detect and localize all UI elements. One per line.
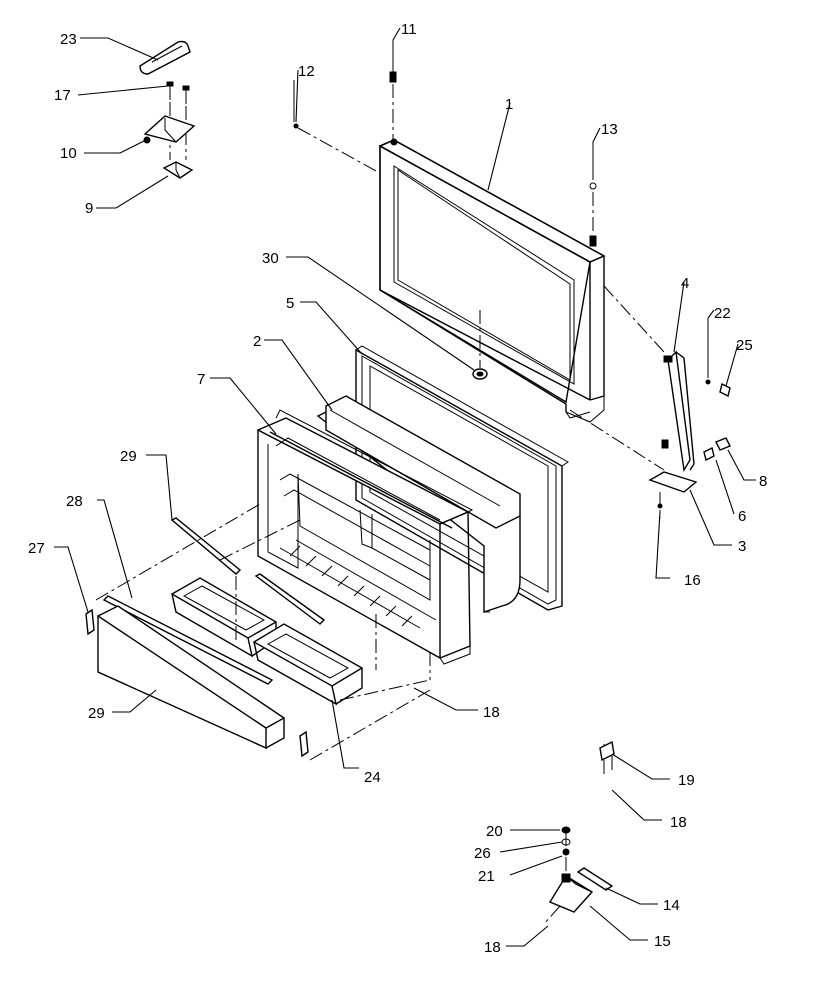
callout-22: 22 <box>714 305 731 322</box>
callout-4: 4 <box>681 275 689 292</box>
door-liner-part <box>316 395 521 613</box>
callout-16: 16 <box>684 572 701 589</box>
drawer-floor-ribs <box>279 539 437 629</box>
callout-15: 15 <box>654 933 671 950</box>
callout-13: 13 <box>601 121 618 138</box>
callout-10: 10 <box>60 145 77 162</box>
callout-6: 6 <box>738 508 746 525</box>
callout-5: 5 <box>286 295 294 312</box>
callout-17: 17 <box>54 87 71 104</box>
callout-3: 3 <box>738 538 746 555</box>
leader-lines <box>54 27 756 947</box>
callout-14: 14 <box>663 897 680 914</box>
bottom-hinge-part <box>543 826 614 925</box>
top-hinge-part <box>143 115 196 144</box>
callout-26: 26 <box>474 845 491 862</box>
callout-25: 25 <box>736 337 753 354</box>
lower-hinge-bracket-part <box>569 285 698 493</box>
callout-19: 19 <box>678 772 695 789</box>
hinge-screw-part <box>657 492 663 518</box>
alignment-lines <box>95 503 605 770</box>
callout-12: 12 <box>298 63 315 80</box>
callout-20: 20 <box>486 823 503 840</box>
door-frame-part <box>378 138 606 423</box>
storage-bins-part <box>170 577 364 706</box>
callout-11: 11 <box>401 21 417 38</box>
callout-18-lower: 18 <box>670 814 687 831</box>
callout-27: 27 <box>28 540 45 557</box>
cam-bracket-part <box>599 740 615 776</box>
callout-1: 1 <box>505 96 513 113</box>
drawer-front-part <box>85 605 309 758</box>
callout-labels: 23 17 10 9 12 11 1 13 30 5 2 7 29 28 27 … <box>28 21 767 956</box>
callout-18-bottom: 18 <box>484 939 501 956</box>
hinge-bracket-part <box>162 161 194 179</box>
callout-21: 21 <box>478 868 495 885</box>
callout-8: 8 <box>759 473 767 490</box>
callout-23: 23 <box>60 31 77 48</box>
drawer-rails-part <box>102 517 326 685</box>
callout-29-bottom: 29 <box>88 705 105 722</box>
callout-29-top: 29 <box>120 448 137 465</box>
callout-2: 2 <box>253 333 261 350</box>
callout-24: 24 <box>364 769 381 786</box>
hinge-washer-part <box>703 437 731 462</box>
callout-9: 9 <box>85 200 93 217</box>
door-stop-part <box>472 310 488 380</box>
callout-30: 30 <box>262 250 279 267</box>
hinge-cover-part <box>139 40 191 75</box>
callout-18-mid: 18 <box>483 704 500 721</box>
drawer-frame-part <box>256 409 474 665</box>
door-screws-part <box>293 40 597 247</box>
callout-7: 7 <box>197 371 205 388</box>
hinge-pin-part <box>705 318 731 398</box>
callout-28: 28 <box>66 493 83 510</box>
